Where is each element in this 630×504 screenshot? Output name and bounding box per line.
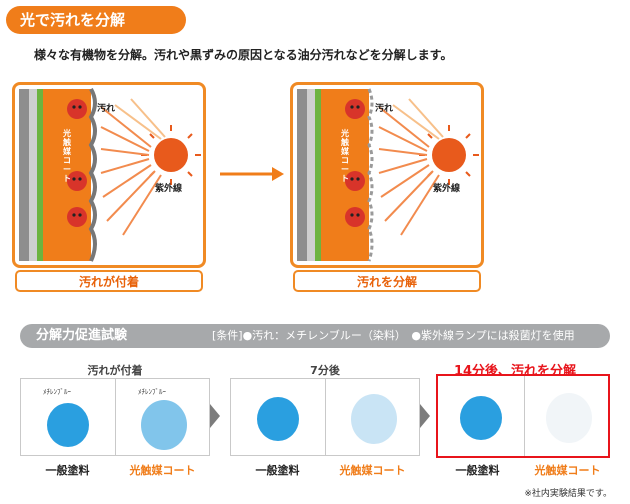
diagram-panel-after: 汚れ 光触媒コート 紫外線 [290,82,484,268]
stage-label-7min: 7分後 [310,364,340,377]
section-header-bar [20,324,610,348]
uv-label: 紫外線 [155,184,183,194]
stage-label-initial: 汚れが付着 [87,364,143,377]
arrow-right-icon [220,167,284,181]
dirt-label: 汚れ [97,104,116,114]
dye-spot-normal [460,396,502,440]
caption-after: 汚れを分解 [293,270,481,292]
sample-label-photocatalyst: 光触媒コート [129,464,196,477]
chevron-right-icon [420,404,430,428]
dirt-label: 汚れ [375,104,394,114]
sample-box-14min [436,374,610,458]
sample-label-normal: 一般塗料 [455,464,500,477]
caption-before: 汚れが付着 [15,270,203,292]
diagram-before-illustration [19,88,201,262]
test-conditions: [条件]●汚れ：メチレンブルー（染料） ●紫外線ランプには殺菌灯を使用 [212,329,575,342]
uv-label: 紫外線 [433,184,461,194]
footnote: ※社内実験結果です。 [524,489,612,499]
sample-label-normal: 一般塗料 [45,464,90,477]
sample-box-7min [230,378,420,456]
diagram-panel-before: 汚れ 光触媒コート 紫外線 [12,82,206,268]
dye-spot-normal [257,397,299,441]
sample-label-photocatalyst: 光触媒コート [339,464,406,477]
page-subtitle: 様々な有機物を分解。汚れや黒ずみの原因となる油分汚れなどを分解します。 [34,48,453,62]
dye-spot-photocatalyst [546,393,592,443]
dye-spot-normal [47,403,89,447]
dye-spot-photocatalyst [351,394,397,444]
sample-label-normal: 一般塗料 [255,464,300,477]
coat-label: 光触媒コート [341,129,349,183]
dye-tag-photocatalyst: ﾒﾁﾚﾝﾌﾞﾙｰ [138,388,166,396]
sample-label-photocatalyst: 光触媒コート [534,464,601,477]
page-title: 光で汚れを分解 [6,6,186,34]
section-title: 分解力促進試験 [36,328,128,343]
chevron-right-icon [210,404,220,428]
coat-label: 光触媒コート [63,129,71,183]
diagram-after-illustration [297,88,479,262]
dye-spot-photocatalyst [141,400,187,450]
dye-tag-normal: ﾒﾁﾚﾝﾌﾞﾙｰ [43,388,71,396]
sample-box-initial: ﾒﾁﾚﾝﾌﾞﾙｰ ﾒﾁﾚﾝﾌﾞﾙｰ [20,378,210,456]
